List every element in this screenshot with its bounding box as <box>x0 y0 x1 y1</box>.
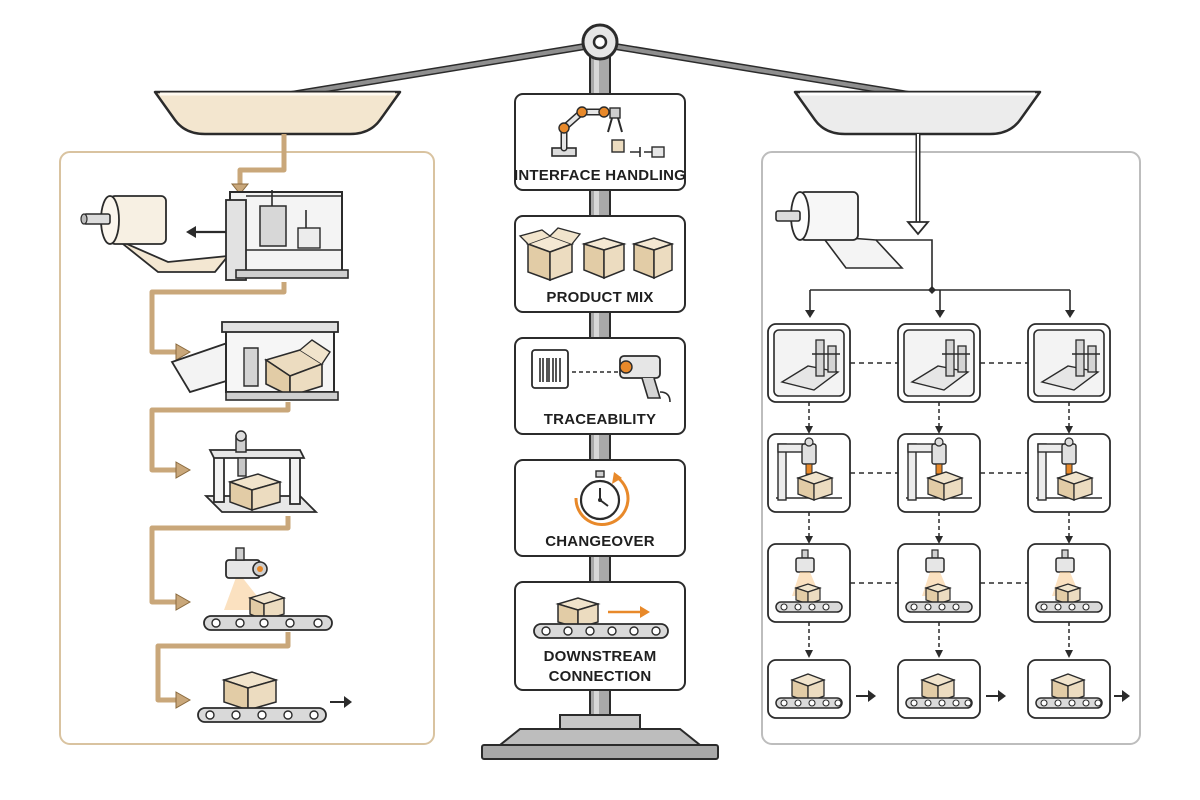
conveyor-box-arrow-icon <box>533 597 669 639</box>
boxes-icon <box>518 227 675 282</box>
output-conveyor <box>197 671 352 723</box>
film-roll-former <box>80 190 349 281</box>
loader-module <box>767 433 851 513</box>
right-pan <box>793 90 1042 136</box>
loader-module <box>1027 433 1111 513</box>
criterion-product-mix: PRODUCT MIX <box>514 215 686 313</box>
left-panel <box>59 134 435 745</box>
scale-base <box>481 714 719 760</box>
vision-inspection <box>203 547 333 631</box>
criterion-changeover: CHANGEOVER <box>514 459 686 557</box>
robot-arm-gripper-icon <box>551 106 665 158</box>
criterion-label: TRACEABILITY <box>544 411 656 428</box>
erector-module <box>1027 323 1111 403</box>
conveyor-module <box>1027 659 1111 719</box>
criterion-label-line-1: DOWNSTREAM <box>544 648 657 665</box>
criterion-label: INTERFACE HANDLING <box>514 167 686 184</box>
criteria-cards: INTERFACE HANDLING PRODUCT MIX <box>514 93 686 691</box>
stopwatch-cycle-icon <box>574 470 630 526</box>
output-arrows <box>856 690 1130 702</box>
top-loader <box>203 430 319 513</box>
conveyor-module <box>897 659 981 719</box>
vertical-flow-arrows <box>808 402 1070 652</box>
criterion-label: PRODUCT MIX <box>546 289 653 306</box>
right-panel <box>761 134 1141 745</box>
loader-module <box>897 433 981 513</box>
erector-module <box>897 323 981 403</box>
criterion-traceability: TRACEABILITY <box>514 337 686 435</box>
criterion-interface-handling: INTERFACE HANDLING <box>514 93 686 191</box>
criterion-downstream-connection: DOWNSTREAM CONNECTION <box>514 581 686 691</box>
case-erector <box>170 321 339 401</box>
cross-links <box>850 362 1028 584</box>
criterion-label-line-2: CONNECTION <box>549 668 652 685</box>
inspection-module <box>767 543 851 623</box>
erector-module <box>767 323 851 403</box>
criterion-label: CHANGEOVER <box>545 533 655 550</box>
conveyor-module <box>767 659 851 719</box>
inspection-module <box>897 543 981 623</box>
film-roll-right <box>775 191 933 288</box>
barcode-scanner-icon <box>531 349 671 403</box>
inspection-module <box>1027 543 1111 623</box>
flow-arrows-left <box>149 134 291 703</box>
left-pan <box>153 90 402 136</box>
